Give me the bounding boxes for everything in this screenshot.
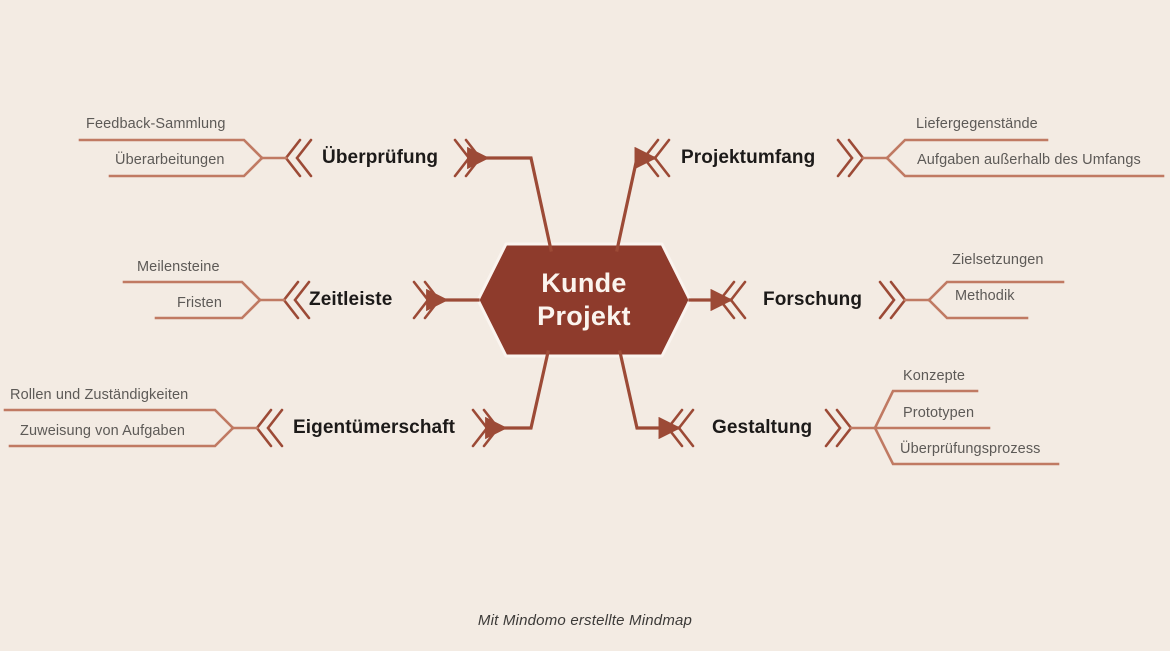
fork-ueberpruefung-child-0 xyxy=(78,138,264,160)
sub-label-gestaltung-ueberpruefungsprozess[interactable]: Überprüfungsprozess xyxy=(900,441,1041,457)
branch-label-gestaltung[interactable]: Gestaltung xyxy=(712,417,813,438)
connector-projektumfang xyxy=(615,146,657,252)
sub-label-zeitleiste-meilensteine[interactable]: Meilensteine xyxy=(137,259,220,275)
sub-label-eigentuemerschaft-rollen[interactable]: Rollen und Zuständigkeiten xyxy=(10,387,189,403)
sub-label-forschung-methodik[interactable]: Methodik xyxy=(955,288,1015,304)
fork-forschung-child-1 xyxy=(927,298,1029,320)
sub-label-projektumfang-aufgaben[interactable]: Aufgaben außerhalb des Umfangs xyxy=(917,152,1141,168)
branch-label-forschung[interactable]: Forschung xyxy=(763,289,863,310)
branch-label-zeitleiste[interactable]: Zeitleiste xyxy=(309,289,393,310)
fork-ueberpruefung-child-1 xyxy=(108,156,264,178)
central-node-shape[interactable] xyxy=(476,242,692,358)
fork-projektumfang-child-0 xyxy=(885,138,1049,160)
sub-label-gestaltung-konzepte[interactable]: Konzepte xyxy=(903,368,966,384)
footer-attribution: Mit Mindomo erstellte Mindmap xyxy=(477,612,693,629)
connector-eigentuemerschaft xyxy=(485,350,550,440)
connector-ueberpruefung xyxy=(467,146,553,252)
sub-label-zeitleiste-fristen[interactable]: Fristen xyxy=(177,295,223,311)
fork-gestaltung-child-0 xyxy=(873,389,979,430)
trunk-connectors xyxy=(426,146,733,440)
sub-label-gestaltung-prototypen[interactable]: Prototypen xyxy=(903,405,975,421)
chevron-forschung-inner xyxy=(729,280,747,320)
chevron-forschung-inner2 xyxy=(718,280,736,320)
fork-zeitleiste-child-0 xyxy=(122,280,262,302)
chevron-eigentuemerschaft-inner2 xyxy=(482,408,500,448)
chevron-zeitleiste-inner xyxy=(412,280,430,320)
sub-label-ueberpruefung-feedback[interactable]: Feedback-Sammlung xyxy=(86,116,226,132)
fork-gestaltung-child-2 xyxy=(873,426,1060,466)
sub-label-projektumfang-liefergegenstaende[interactable]: Liefergegenstände xyxy=(916,116,1038,132)
chevron-ueberpruefung-outer2 xyxy=(295,138,313,178)
chevron-zeitleiste-outer2 xyxy=(293,280,311,320)
sub-label-ueberpruefung-ueberarbeitungen[interactable]: Überarbeitungen xyxy=(115,152,225,168)
chevron-projektumfang-outer xyxy=(836,138,854,178)
fork-eigentuemerschaft-child-0 xyxy=(3,408,235,430)
chevron-ueberpruefung-inner xyxy=(453,138,471,178)
central-node[interactable] xyxy=(476,242,692,358)
chevron-gestaltung-inner xyxy=(677,408,695,448)
sub-label-eigentuemerschaft-zuweisung[interactable]: Zuweisung von Aufgaben xyxy=(20,423,186,439)
sub-label-forschung-zielsetzungen[interactable]: Zielsetzungen xyxy=(952,252,1044,268)
chevron-eigentuemerschaft-inner xyxy=(471,408,489,448)
sub-branch-connectors xyxy=(3,138,1165,466)
branch-label-projektumfang[interactable]: Projektumfang xyxy=(681,147,816,168)
branch-label-ueberpruefung[interactable]: Überprüfung xyxy=(322,147,439,168)
connector-gestaltung xyxy=(618,350,681,440)
chevron-projektumfang-inner2 xyxy=(642,138,660,178)
fork-eigentuemerschaft-child-1 xyxy=(8,426,235,448)
chevron-forschung-outer xyxy=(878,280,896,320)
chevron-zeitleiste-inner2 xyxy=(423,280,441,320)
chevron-eigentuemerschaft-outer2 xyxy=(266,408,284,448)
chevron-gestaltung-outer xyxy=(824,408,842,448)
fork-zeitleiste-child-1 xyxy=(154,298,262,320)
chevron-ueberpruefung-inner2 xyxy=(464,138,482,178)
fork-projektumfang-child-1 xyxy=(885,156,1165,178)
chevron-gestaltung-inner2 xyxy=(666,408,684,448)
branch-label-eigentuemerschaft[interactable]: Eigentümerschaft xyxy=(293,417,456,438)
fork-forschung-child-0 xyxy=(927,280,1065,302)
chevron-projektumfang-inner xyxy=(653,138,671,178)
